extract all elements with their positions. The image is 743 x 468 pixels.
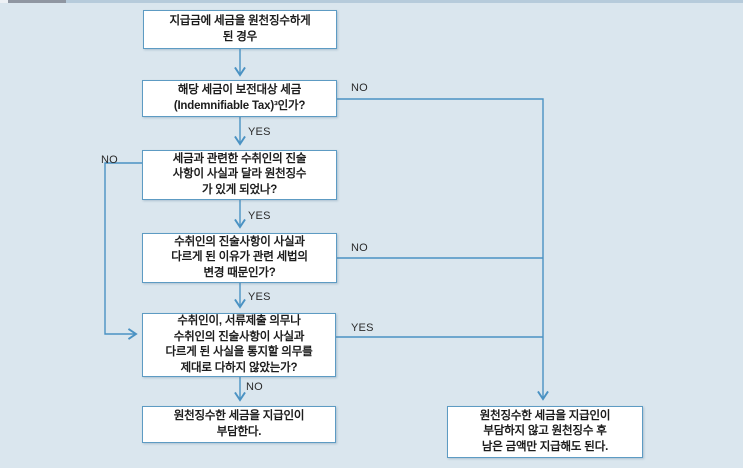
connector-q2-no — [104, 162, 142, 340]
node-law-change-question-text: 수취인의 진술사항이 사실과 다르게 된 이유가 관련 세법의 변경 때문인가? — [171, 235, 308, 279]
flowchart-node-statement-false-question: 세금과 관련한 수취인의 진술 사항이 사실과 달라 원천징수 가 있게 되었나… — [142, 150, 337, 200]
node-payer-bears-tax-text: 원천징수한 세금을 지급인이 부담한다. — [173, 410, 305, 438]
edge-label-q4-yes: YES — [351, 322, 374, 334]
flowchart-node-law-change-question: 수취인의 진술사항이 사실과 다르게 된 이유가 관련 세법의 변경 때문인가? — [142, 233, 337, 283]
connector-q1-no-to-end2 — [337, 98, 549, 401]
edge-label-q3-no: NO — [351, 242, 368, 254]
edge-label-q4-no: NO — [246, 381, 263, 393]
flowchart-node-indemnifiable-question: 해당 세금이 보전대상 세금 (Indemnifiable Tax)³인가? — [142, 80, 337, 117]
node-payer-not-bears-tax-text: 원천징수한 세금을 지급인이 부담하지 않고 원천징수 후 남은 금액만 지급해… — [479, 409, 611, 453]
flowchart-node-start: 지급금에 세금을 원천징수하게 된 경우 — [143, 10, 337, 49]
node-indemnifiable-question-text: 해당 세금이 보전대상 세금 (Indemnifiable Tax)³인가? — [173, 84, 306, 112]
edge-label-q1-yes: YES — [248, 126, 271, 138]
flowchart-node-duty-breach-question: 수취인이, 서류제출 의무나 수취인의 진술사항이 사실과 다르게 된 사실을 … — [142, 313, 336, 377]
edge-label-q3-yes: YES — [248, 291, 271, 303]
top-edge-corner — [0, 0, 8, 3]
node-statement-false-question-text: 세금과 관련한 수취인의 진술 사항이 사실과 달라 원천징수 가 있게 되었나… — [172, 152, 307, 196]
edge-label-q2-no: NO — [101, 154, 118, 166]
edge-label-q2-yes: YES — [248, 210, 271, 222]
node-duty-breach-question-text: 수취인이, 서류제출 의무나 수취인의 진술사항이 사실과 다르게 된 사실을 … — [165, 315, 313, 374]
flowchart-node-payer-bears-tax: 원천징수한 세금을 지급인이 부담한다. — [142, 406, 336, 443]
top-edge-dark-segment — [8, 0, 66, 3]
top-edge-light-segment — [66, 0, 743, 3]
edge-label-q1-no: NO — [351, 82, 368, 94]
node-start-text: 지급금에 세금을 원천징수하게 된 경우 — [169, 15, 311, 43]
flowchart-node-payer-not-bears-tax: 원천징수한 세금을 지급인이 부담하지 않고 원천징수 후 남은 금액만 지급해… — [447, 406, 643, 458]
